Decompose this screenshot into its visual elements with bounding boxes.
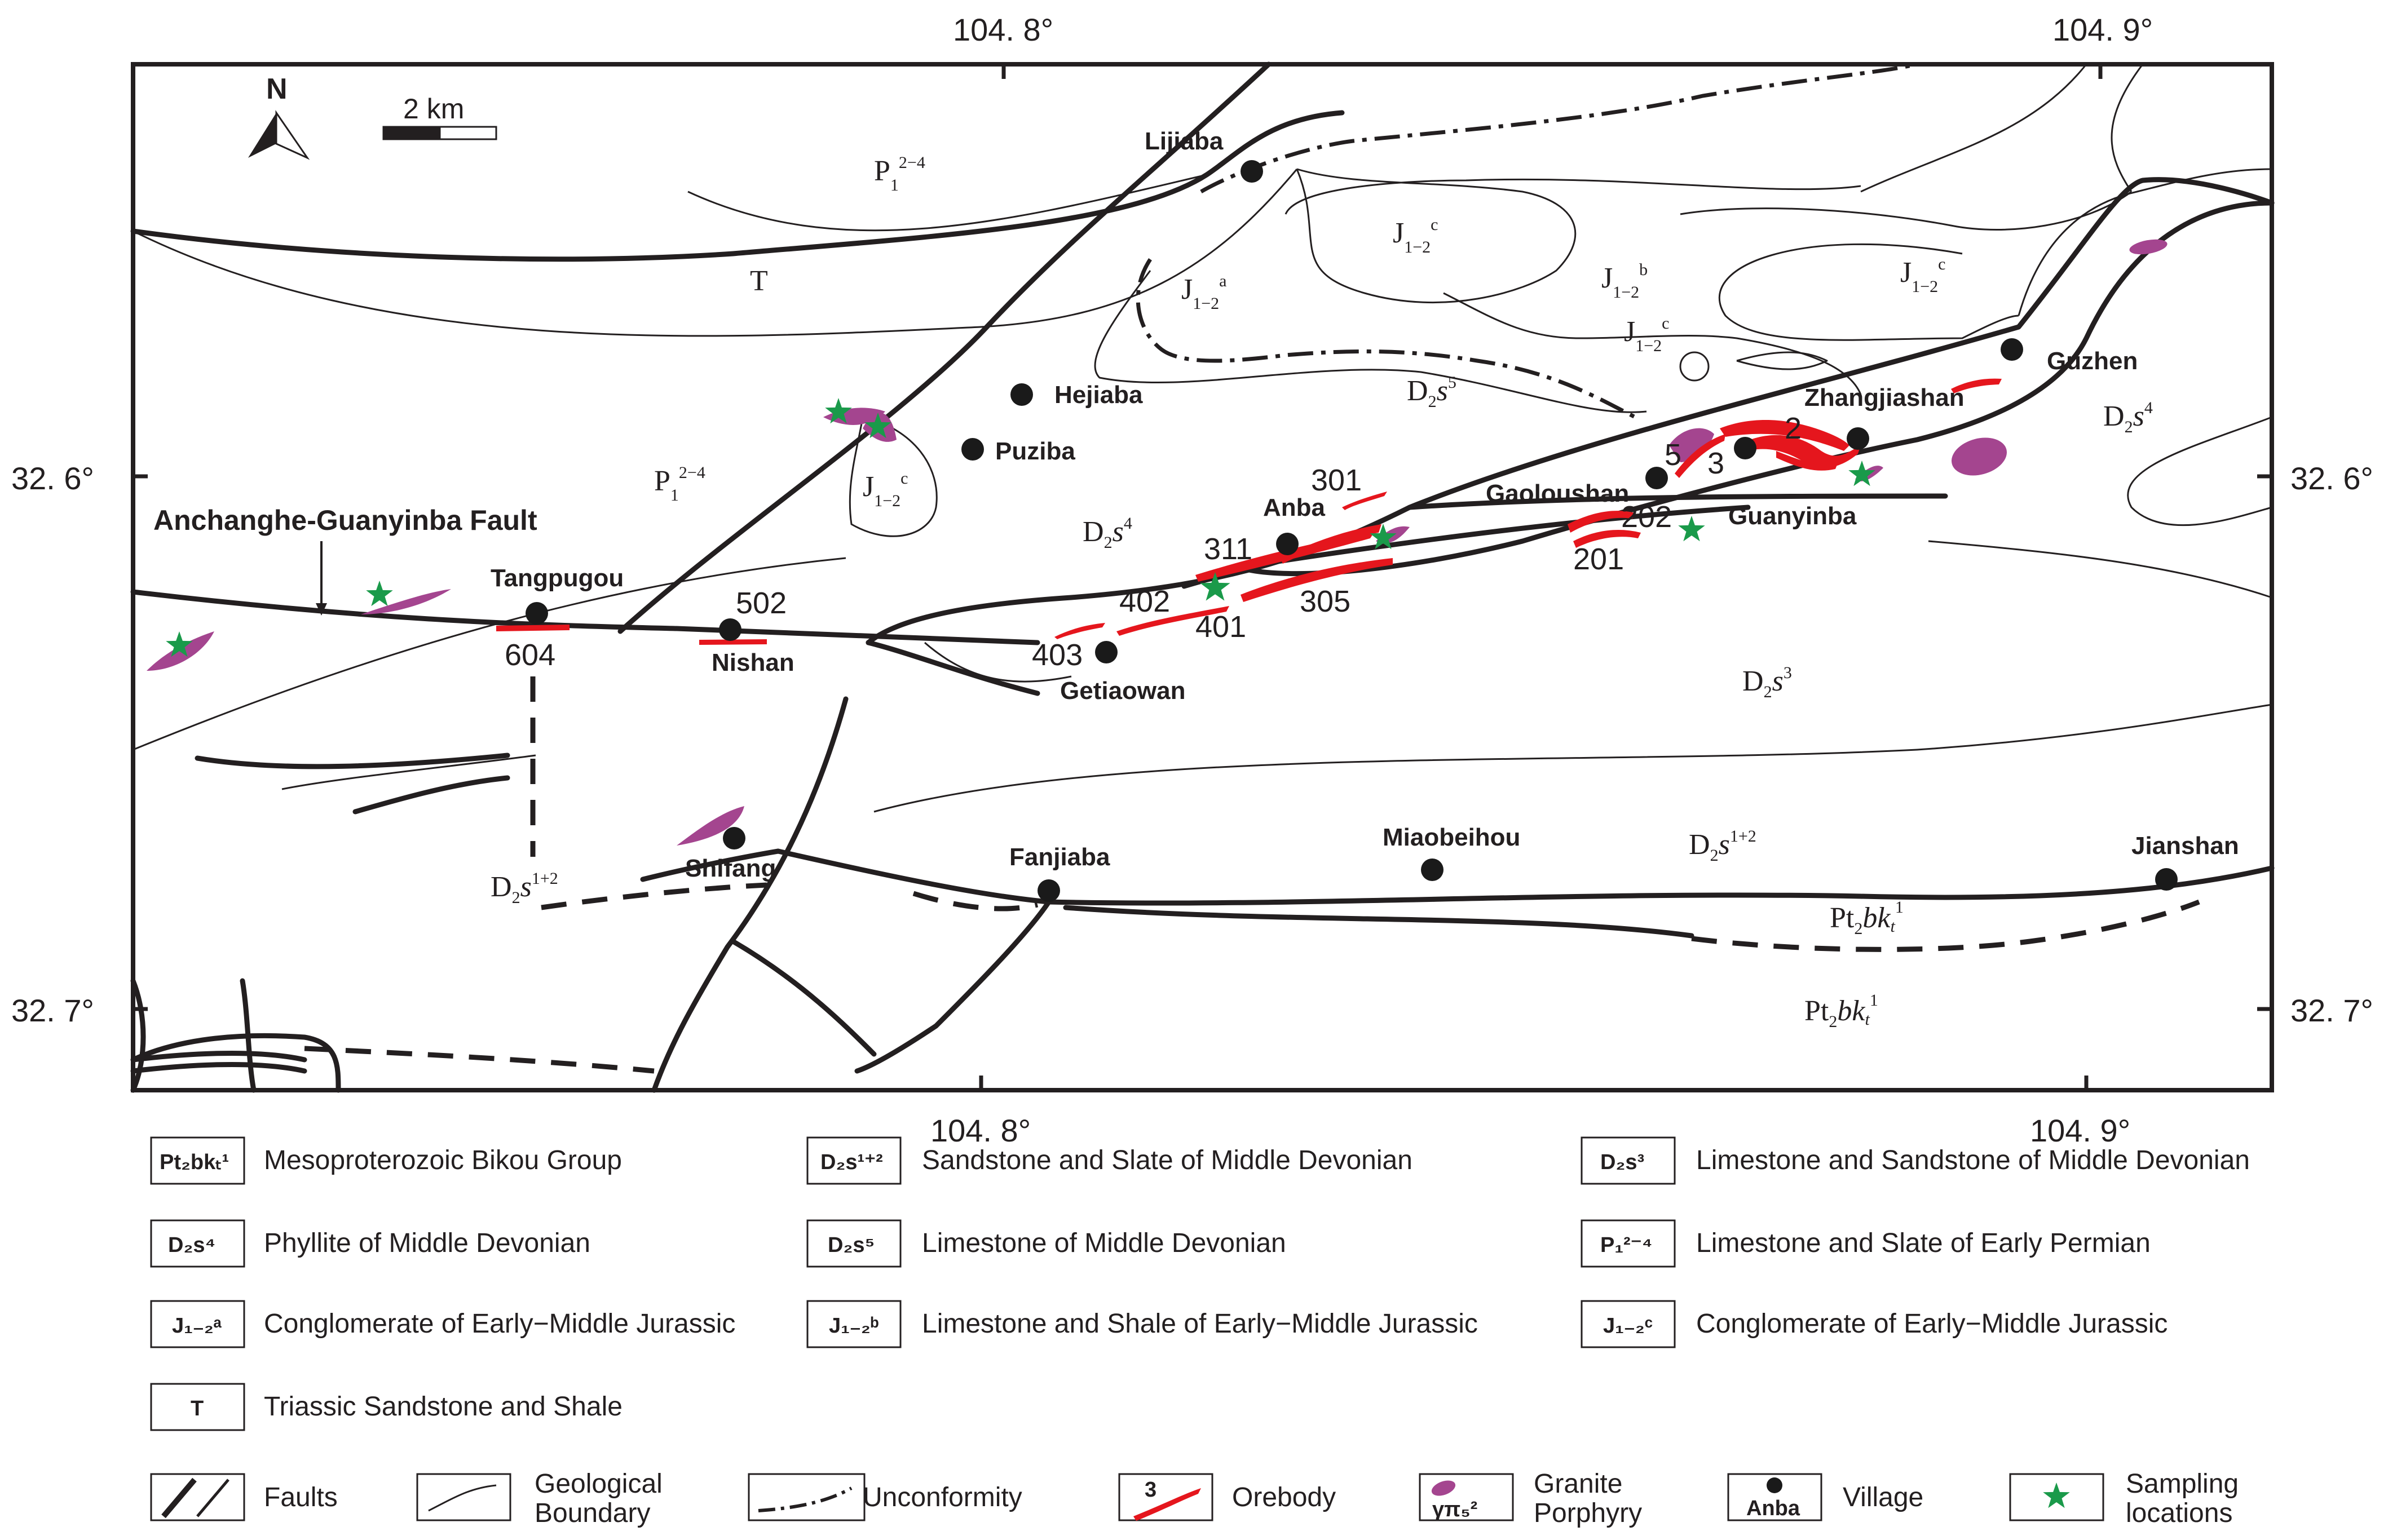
- legend-village-code: Anba: [1746, 1497, 1800, 1520]
- orebody-label-5: 5: [1665, 438, 1681, 472]
- orebody-label-502: 502: [736, 586, 787, 620]
- legend-label: Triassic Sandstone and Shale: [264, 1392, 623, 1422]
- legend-code: D₂s⁵: [828, 1233, 875, 1257]
- village-label-puziba: Puziba: [995, 437, 1075, 465]
- orebody-3: [1737, 435, 1861, 468]
- legend-orebody-label: Orebody: [1232, 1483, 1336, 1512]
- legend-granite-code: γπ₅²: [1432, 1498, 1477, 1521]
- legend-code: T: [191, 1397, 204, 1420]
- legend-code: J₁₋₂ᶜ: [1603, 1314, 1653, 1338]
- lat-right-bottom: 32. 7°: [2290, 993, 2373, 1028]
- village-label-lijiaba: Lijiaba: [1145, 127, 1224, 155]
- orebody-604: [496, 625, 570, 631]
- orebodies: [496, 378, 2002, 645]
- orebody-label-401: 401: [1195, 610, 1246, 644]
- village-label-fanjiaba: Fanjiaba: [1009, 843, 1110, 871]
- orebody-403: [1054, 623, 1105, 639]
- legend-granite-label-2: Porphyry: [1534, 1498, 1642, 1528]
- legend-boundary-label-1: Geological: [535, 1469, 663, 1499]
- village-label-gaoloushan: Gaoloushan: [1486, 480, 1629, 507]
- legend-label: Conglomerate of Early−Middle Jurassic: [1696, 1309, 2168, 1339]
- village-label-guanyinba: Guanyinba: [1728, 502, 1857, 530]
- village-label-anba: Anba: [1263, 494, 1326, 521]
- lon-bottom-right: 104. 9°: [2030, 1113, 2130, 1148]
- orebody-label-305: 305: [1300, 585, 1350, 618]
- legend-code: J₁₋₂ᵇ: [829, 1314, 879, 1338]
- legend-sampling-label-1: Sampling: [2126, 1469, 2239, 1499]
- scale-bar: [382, 126, 497, 140]
- legend-code: D₂s⁴: [168, 1233, 215, 1257]
- village-label-nishan: Nishan: [712, 649, 794, 676]
- legend-label: Limestone of Middle Devonian: [922, 1228, 1286, 1258]
- legend-label: Limestone and Slate of Early Permian: [1696, 1228, 2151, 1258]
- orebody-label-402: 402: [1119, 585, 1170, 618]
- legend-code: P₁²⁻⁴: [1600, 1233, 1653, 1257]
- villages: [526, 160, 2178, 902]
- fault-arrow: [316, 541, 327, 616]
- legend-code: J₁₋₂ᵃ: [172, 1314, 222, 1338]
- unconformities: [1136, 62, 1918, 419]
- inferred-faults: [304, 676, 2200, 1074]
- village-label-jianshan: Jianshan: [2131, 832, 2239, 860]
- scale-label: 2 km: [403, 93, 464, 125]
- legend-unconformity-label: Unconformity: [863, 1483, 1022, 1512]
- orebody-label-311: 311: [1204, 532, 1252, 566]
- legend-orebody-num: 3: [1145, 1478, 1156, 1502]
- legend-label: Mesoproterozoic Bikou Group: [264, 1145, 622, 1175]
- legend-boundary-label-2: Boundary: [535, 1498, 650, 1528]
- north-label: N: [266, 73, 288, 105]
- legend-label: Limestone and Shale of Early−Middle Jura…: [922, 1309, 1478, 1339]
- legend-sampling-label-2: locations: [2126, 1498, 2232, 1528]
- orebody-guzhen: [1951, 378, 2002, 393]
- legend-code: Pt₂bkₜ¹: [160, 1150, 229, 1174]
- lon-bottom-left: 104. 8°: [930, 1113, 1031, 1148]
- legend-label: Conglomerate of Early−Middle Jurassic: [264, 1309, 735, 1339]
- legend-faults-label: Faults: [264, 1483, 338, 1512]
- legend: Pt₂bkₜ¹ Mesoproterozoic Bikou Group D₂s¹…: [150, 1136, 2250, 1528]
- legend-code: D₂s¹⁺²: [820, 1150, 883, 1174]
- lat-right-top: 32. 6°: [2290, 461, 2373, 496]
- orebody-label-604: 604: [505, 638, 555, 672]
- orebody-502: [699, 639, 767, 645]
- village-label-miaobeihou: Miaobeihou: [1383, 824, 1520, 851]
- faults: [130, 61, 2275, 1093]
- legend-granite-label-1: Granite: [1534, 1469, 1622, 1499]
- legend-label: Phyllite of Middle Devonian: [264, 1228, 590, 1258]
- fault-name-label: Anchanghe-Guanyinba Fault: [153, 505, 537, 536]
- orebody-305: [1280, 524, 1381, 564]
- lat-left-top: 32. 6°: [11, 461, 94, 496]
- svg-text:T: T: [750, 265, 768, 297]
- lon-top-left: 104. 8°: [953, 12, 1053, 47]
- orebody-402: [1116, 606, 1229, 636]
- legend-label: Sandstone and Slate of Middle Devonian: [922, 1145, 1412, 1175]
- lon-top-right: 104. 9°: [2052, 12, 2153, 47]
- village-label-tangpugou: Tangpugou: [491, 564, 624, 592]
- village-label-guzhen: Guzhen: [2047, 347, 2138, 375]
- svg-text:Pt2bkt1: Pt2bkt1: [1830, 898, 1904, 938]
- orebody-201: [1568, 511, 1641, 548]
- legend-label: Limestone and Sandstone of Middle Devoni…: [1696, 1145, 2250, 1175]
- orebody-401: [1241, 558, 1393, 602]
- orebody-5: [1675, 434, 1725, 478]
- village-label-shifang: Shifang: [685, 855, 776, 882]
- north-arrow: [248, 110, 310, 160]
- orebody-2: [1720, 420, 1849, 471]
- orebody-label-2: 2: [1785, 411, 1802, 445]
- orebody-301: [1342, 492, 1387, 510]
- legend-code: D₂s³: [1600, 1150, 1644, 1174]
- orebody-label-3: 3: [1707, 446, 1724, 480]
- village-label-hejiaba: Hejiaba: [1054, 381, 1143, 409]
- orebody-label-202: 202: [1621, 500, 1672, 534]
- orebody-label-403: 403: [1032, 638, 1083, 672]
- orebody-label-201: 201: [1573, 542, 1624, 576]
- legend-village-label: Village: [1843, 1483, 1923, 1512]
- village-label-getiaowan: Getiaowan: [1060, 677, 1186, 705]
- orebody-label-301: 301: [1311, 463, 1362, 497]
- village-label-zhangjiashan: Zhangjiashan: [1804, 384, 1965, 411]
- lat-left-bottom: 32. 7°: [11, 993, 94, 1028]
